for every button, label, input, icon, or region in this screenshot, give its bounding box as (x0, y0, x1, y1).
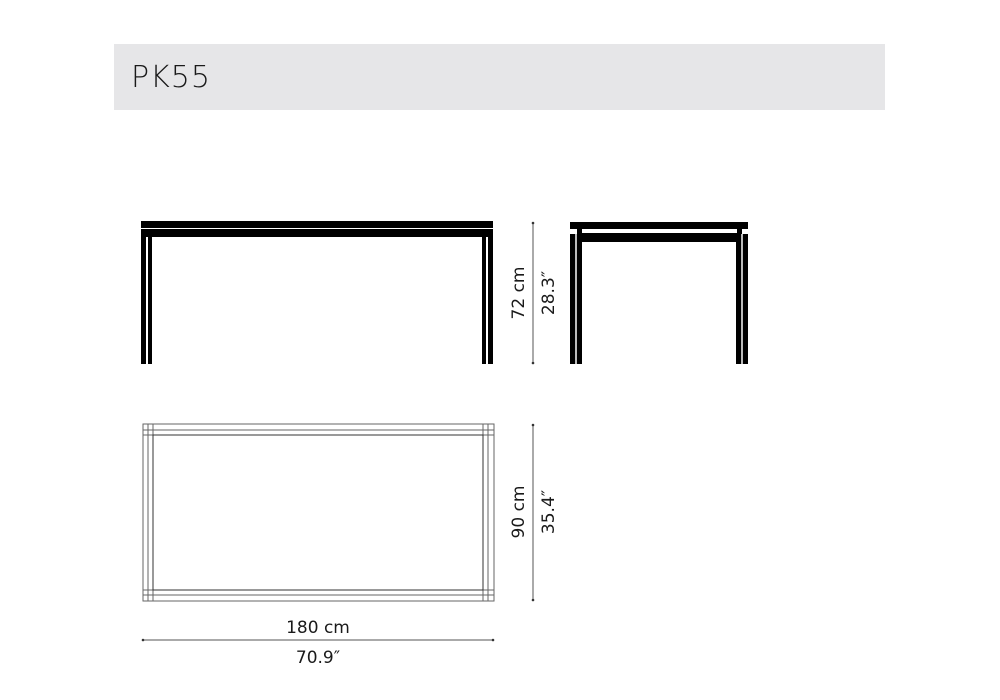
leg-highlight (146, 237, 148, 364)
width-in-label: 70.9″ (296, 648, 340, 668)
height-in-label: 28.3″ (539, 271, 559, 315)
depth-cm-label: 90 cm (509, 486, 529, 539)
plan-view (142, 423, 495, 602)
front-apron (141, 229, 493, 237)
front-view (141, 221, 493, 364)
height-dimension: 72 cm 28.3″ (509, 221, 559, 365)
height-cm-label: 72 cm (509, 267, 529, 320)
side-post (577, 229, 582, 234)
width-cm-label: 180 cm (286, 618, 350, 638)
depth-in-label: 35.4″ (539, 490, 559, 534)
leg-highlight (486, 237, 488, 364)
side-tabletop (570, 222, 748, 229)
leg-highlight (575, 234, 577, 364)
header-bar: PK55 (114, 44, 885, 110)
width-dimension: 180 cm 70.9″ (141, 618, 495, 668)
front-tabletop (141, 221, 493, 228)
product-title: PK55 (131, 60, 211, 95)
leg-highlight (741, 234, 743, 364)
side-view (570, 222, 748, 364)
side-post (737, 229, 742, 234)
depth-dimension: 90 cm 35.4″ (509, 423, 559, 602)
side-apron (580, 233, 738, 242)
